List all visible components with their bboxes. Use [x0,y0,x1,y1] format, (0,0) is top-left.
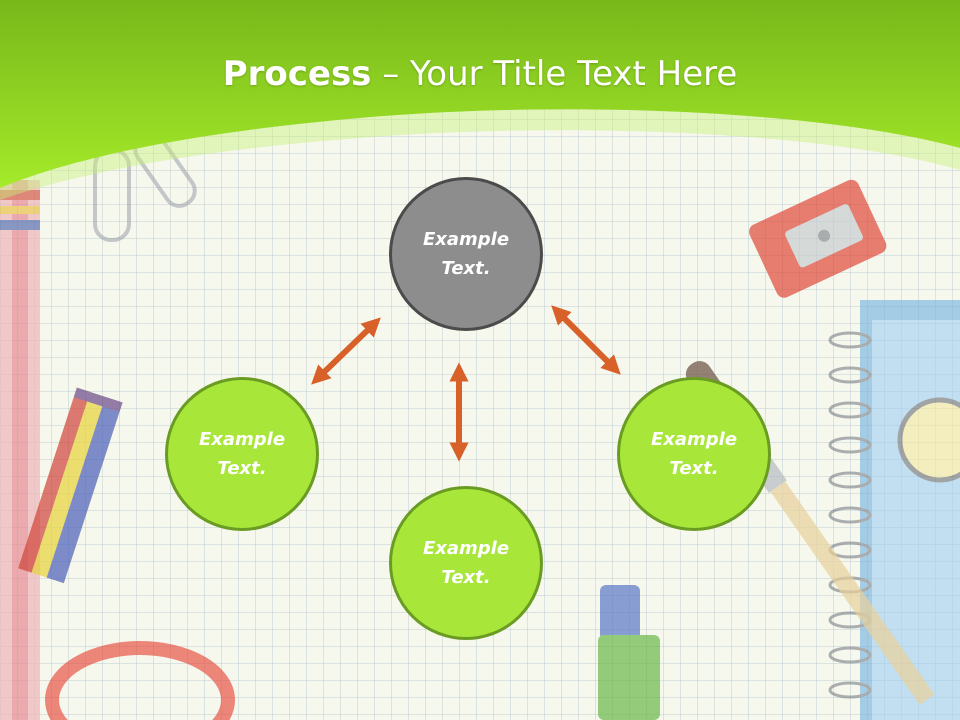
bidirectional-arrow-icon [551,305,621,375]
slide-title: Process – Your Title Text Here [0,52,960,96]
process-node-left: Example Text. [165,377,319,531]
title-strong: Process [222,54,372,94]
title-rest: – Your Title Text Here [371,54,738,94]
marker-icon [598,585,660,720]
node-bottom-text: Example Text. [422,538,510,588]
process-node-top: Example Text. [389,177,543,331]
node-top-text: Example Text. [422,229,510,279]
node-right-text: Example Text. [650,429,738,479]
header-band [0,0,960,200]
process-node-right: Example Text. [617,377,771,531]
scissors-handle-icon [45,641,235,720]
spiral-notebook-icon [828,300,960,720]
process-node-bottom: Example Text. [389,486,543,640]
node-left-text: Example Text. [198,429,286,479]
pencil-icon [0,180,40,720]
sharpener-icon [749,179,887,298]
crayon-icon [18,387,123,584]
bidirectional-arrow-icon [311,317,381,385]
